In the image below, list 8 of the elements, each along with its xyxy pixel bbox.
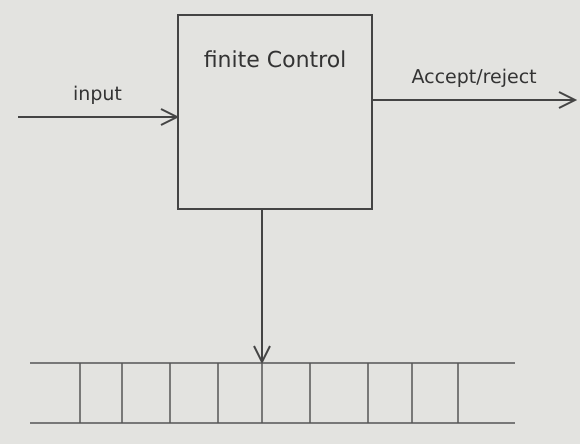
node-text: finite Control (202, 47, 348, 75)
arrow (373, 91, 576, 109)
arrow (18, 108, 178, 126)
control-box (177, 14, 373, 210)
tape-drawing (30, 362, 515, 424)
arrow (253, 210, 271, 363)
edge-label: input (73, 83, 122, 105)
edge-label: Accept/reject (412, 66, 537, 88)
